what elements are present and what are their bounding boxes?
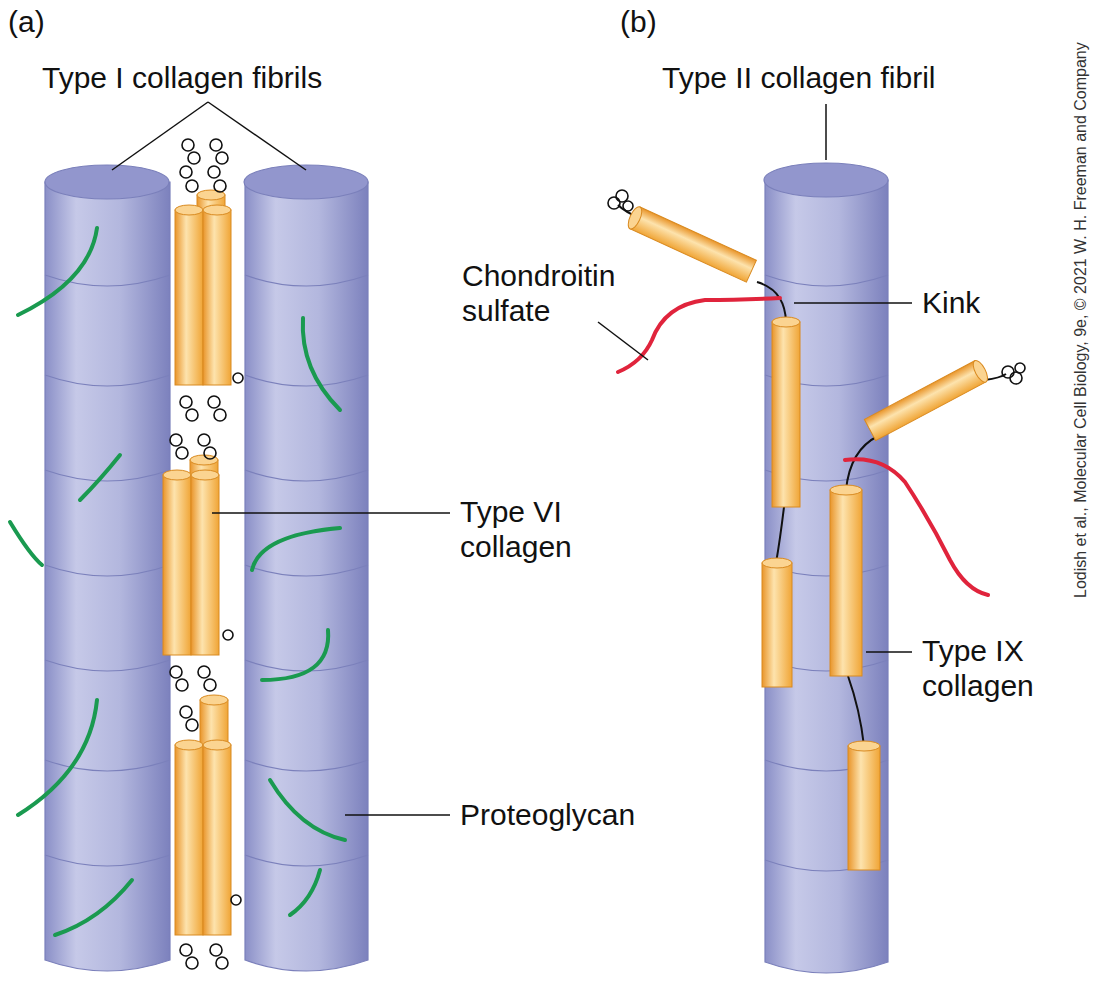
part-label: Type I collagen fibrils bbox=[42, 60, 322, 95]
panel-letter: (a) bbox=[8, 4, 45, 39]
credit-note: Lodish et al., Molecular Cell Biology, 9… bbox=[1072, 42, 1091, 598]
leader-line bbox=[112, 102, 912, 815]
type-i-fibril bbox=[244, 165, 368, 971]
part-label: Kink bbox=[922, 285, 980, 320]
chondroitin-strand bbox=[618, 298, 988, 595]
type-ix-collagen bbox=[608, 190, 1025, 870]
coil bbox=[170, 139, 243, 969]
panel-letter: (b) bbox=[620, 4, 657, 39]
type-vi-collagen bbox=[163, 190, 231, 935]
part-label: Type II collagen fibril bbox=[662, 60, 935, 95]
part-label: Proteoglycan bbox=[460, 797, 635, 832]
part-label: Chondroitin sulfate bbox=[462, 258, 642, 328]
part-label: Type VI collagen bbox=[460, 494, 635, 564]
part-label: Type IX collagen bbox=[922, 633, 1087, 703]
